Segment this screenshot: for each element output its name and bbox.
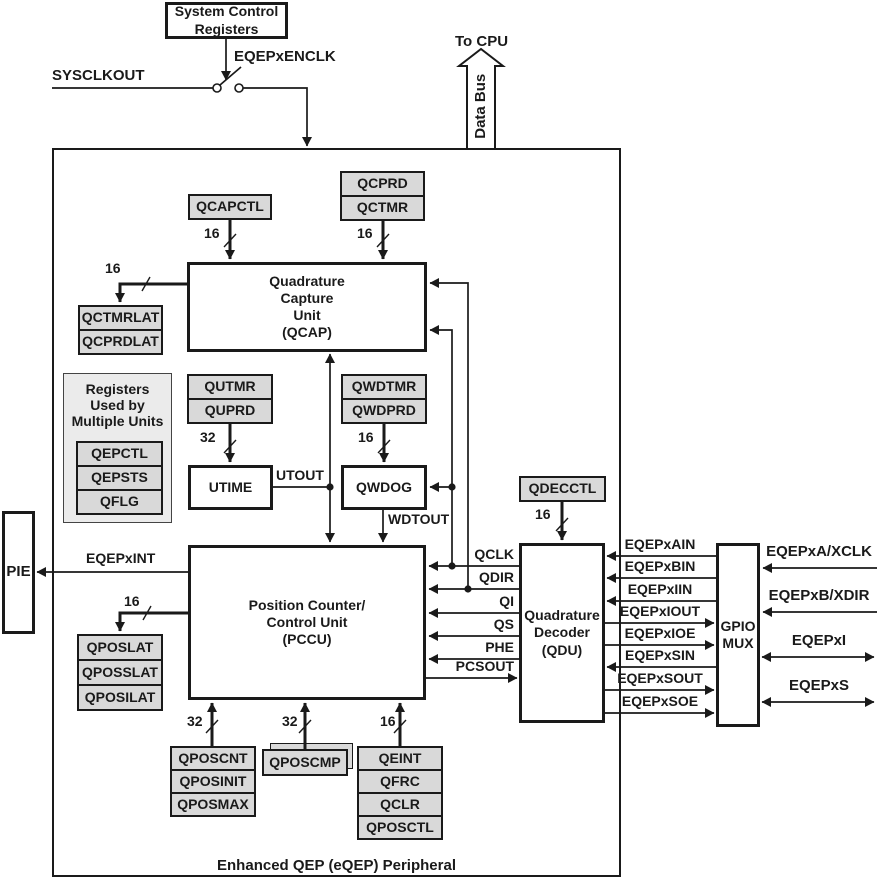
pie-box: PIE: [2, 511, 35, 634]
phe-label: PHE: [485, 639, 514, 655]
qs-label: QS: [493, 616, 514, 632]
system-control-registers-box: System Control Registers: [165, 2, 288, 39]
register-qfrc: QFRC: [357, 769, 443, 794]
eqepxint-label: EQEPxINT: [86, 550, 156, 566]
bus-width-32-qposcnt: 32: [187, 713, 203, 729]
eqepxa-xclk-label: EQEPxA/XCLK: [766, 543, 872, 560]
register-qwdprd: QWDPRD: [341, 398, 427, 424]
to-cpu-label: To CPU: [455, 33, 509, 50]
bus-width-16-qcapctl: 16: [204, 225, 220, 241]
utime-unit-box: UTIME: [188, 465, 273, 510]
data-bus-label: Data Bus: [471, 73, 489, 139]
eqepxsoe-label: EQEPxSOE: [621, 693, 699, 709]
register-qepsts: QEPSTS: [76, 465, 163, 491]
qclk-label: QCLK: [474, 546, 514, 562]
register-qcprd: QCPRD: [340, 171, 425, 197]
register-qcprdlat: QCPRDLAT: [78, 329, 163, 355]
switch-contact-left: [212, 83, 222, 93]
register-qposcnt: QPOSCNT: [170, 746, 256, 771]
register-qcapctl: QCAPCTL: [188, 194, 272, 220]
wdtout-label: WDTOUT: [388, 511, 450, 527]
eqepxsin-label: EQEPxSIN: [624, 647, 696, 663]
eqepxs-label: EQEPxS: [788, 677, 850, 694]
bus-width-16-qwdog: 16: [358, 429, 374, 445]
bus-width-32-qposcmp: 32: [282, 713, 298, 729]
bus-width-32-utime: 32: [200, 429, 216, 445]
register-qclr: QCLR: [357, 792, 443, 817]
bus-width-16-qcprd: 16: [357, 225, 373, 241]
quadrature-capture-unit-box: Quadrature Capture Unit (QCAP): [187, 262, 427, 352]
pcsout-label: PCSOUT: [455, 658, 514, 674]
multi-unit-registers-title: Registers Used by Multiple Units: [71, 381, 164, 429]
switch-lever: [219, 66, 242, 86]
bus-width-16-qdecctl: 16: [535, 506, 551, 522]
register-qposlat: QPOSLAT: [77, 634, 163, 661]
register-qeint: QEINT: [357, 746, 443, 771]
diagram-caption: Enhanced QEP (eQEP) Peripheral: [217, 857, 456, 874]
bus-width-16-qcaplat: 16: [105, 260, 121, 276]
register-qflg: QFLG: [76, 489, 163, 515]
eqepxi-label: EQEPxI: [791, 632, 847, 649]
quadrature-decoder-box: Quadrature Decoder (QDU): [519, 543, 605, 723]
register-qdecctl: QDECCTL: [519, 476, 606, 502]
register-qepctl: QEPCTL: [76, 441, 163, 467]
register-qposilat: QPOSILAT: [77, 684, 163, 711]
qdir-label: QDIR: [479, 569, 514, 585]
eqepxbin-label: EQEPxBIN: [624, 558, 696, 574]
eqepxiout-label: EQEPxIOUT: [619, 603, 701, 619]
eqepxiin-label: EQEPxIIN: [627, 581, 693, 597]
position-counter-control-unit-box: Position Counter/ Control Unit (PCCU): [188, 545, 426, 700]
register-qposcmp: QPOSCMP: [262, 749, 348, 776]
register-quprd: QUPRD: [187, 398, 273, 424]
register-qposmax: QPOSMAX: [170, 792, 256, 817]
qi-label: QI: [499, 593, 514, 609]
eqepxb-xdir-label: EQEPxB/XDIR: [768, 587, 870, 604]
register-qposinit: QPOSINIT: [170, 769, 256, 794]
register-qposctl: QPOSCTL: [357, 815, 443, 840]
register-qutmr: QUTMR: [187, 374, 273, 400]
utout-label: UTOUT: [276, 467, 324, 483]
gpio-mux-box: GPIO MUX: [716, 543, 760, 727]
eqepxioe-label: EQEPxIOE: [624, 625, 696, 641]
bus-width-16-qposlat: 16: [124, 593, 140, 609]
register-qposslat: QPOSSLAT: [77, 659, 163, 686]
register-qwdtmr: QWDTMR: [341, 374, 427, 400]
qwdog-unit-box: QWDOG: [341, 465, 427, 510]
clock-into-peripheral: [243, 87, 312, 147]
sysclkout-label: SYSCLKOUT: [52, 67, 145, 84]
eqep-peripheral-outline: [52, 148, 621, 877]
switch-contact-right: [234, 83, 244, 93]
bus-width-16-qeint: 16: [380, 713, 396, 729]
eqepxain-label: EQEPxAIN: [624, 536, 696, 552]
enclk-label: EQEPxENCLK: [234, 48, 336, 65]
register-qctmrlat: QCTMRLAT: [78, 305, 163, 331]
eqepxsout-label: EQEPxSOUT: [617, 670, 703, 686]
register-qctmr: QCTMR: [340, 195, 425, 221]
